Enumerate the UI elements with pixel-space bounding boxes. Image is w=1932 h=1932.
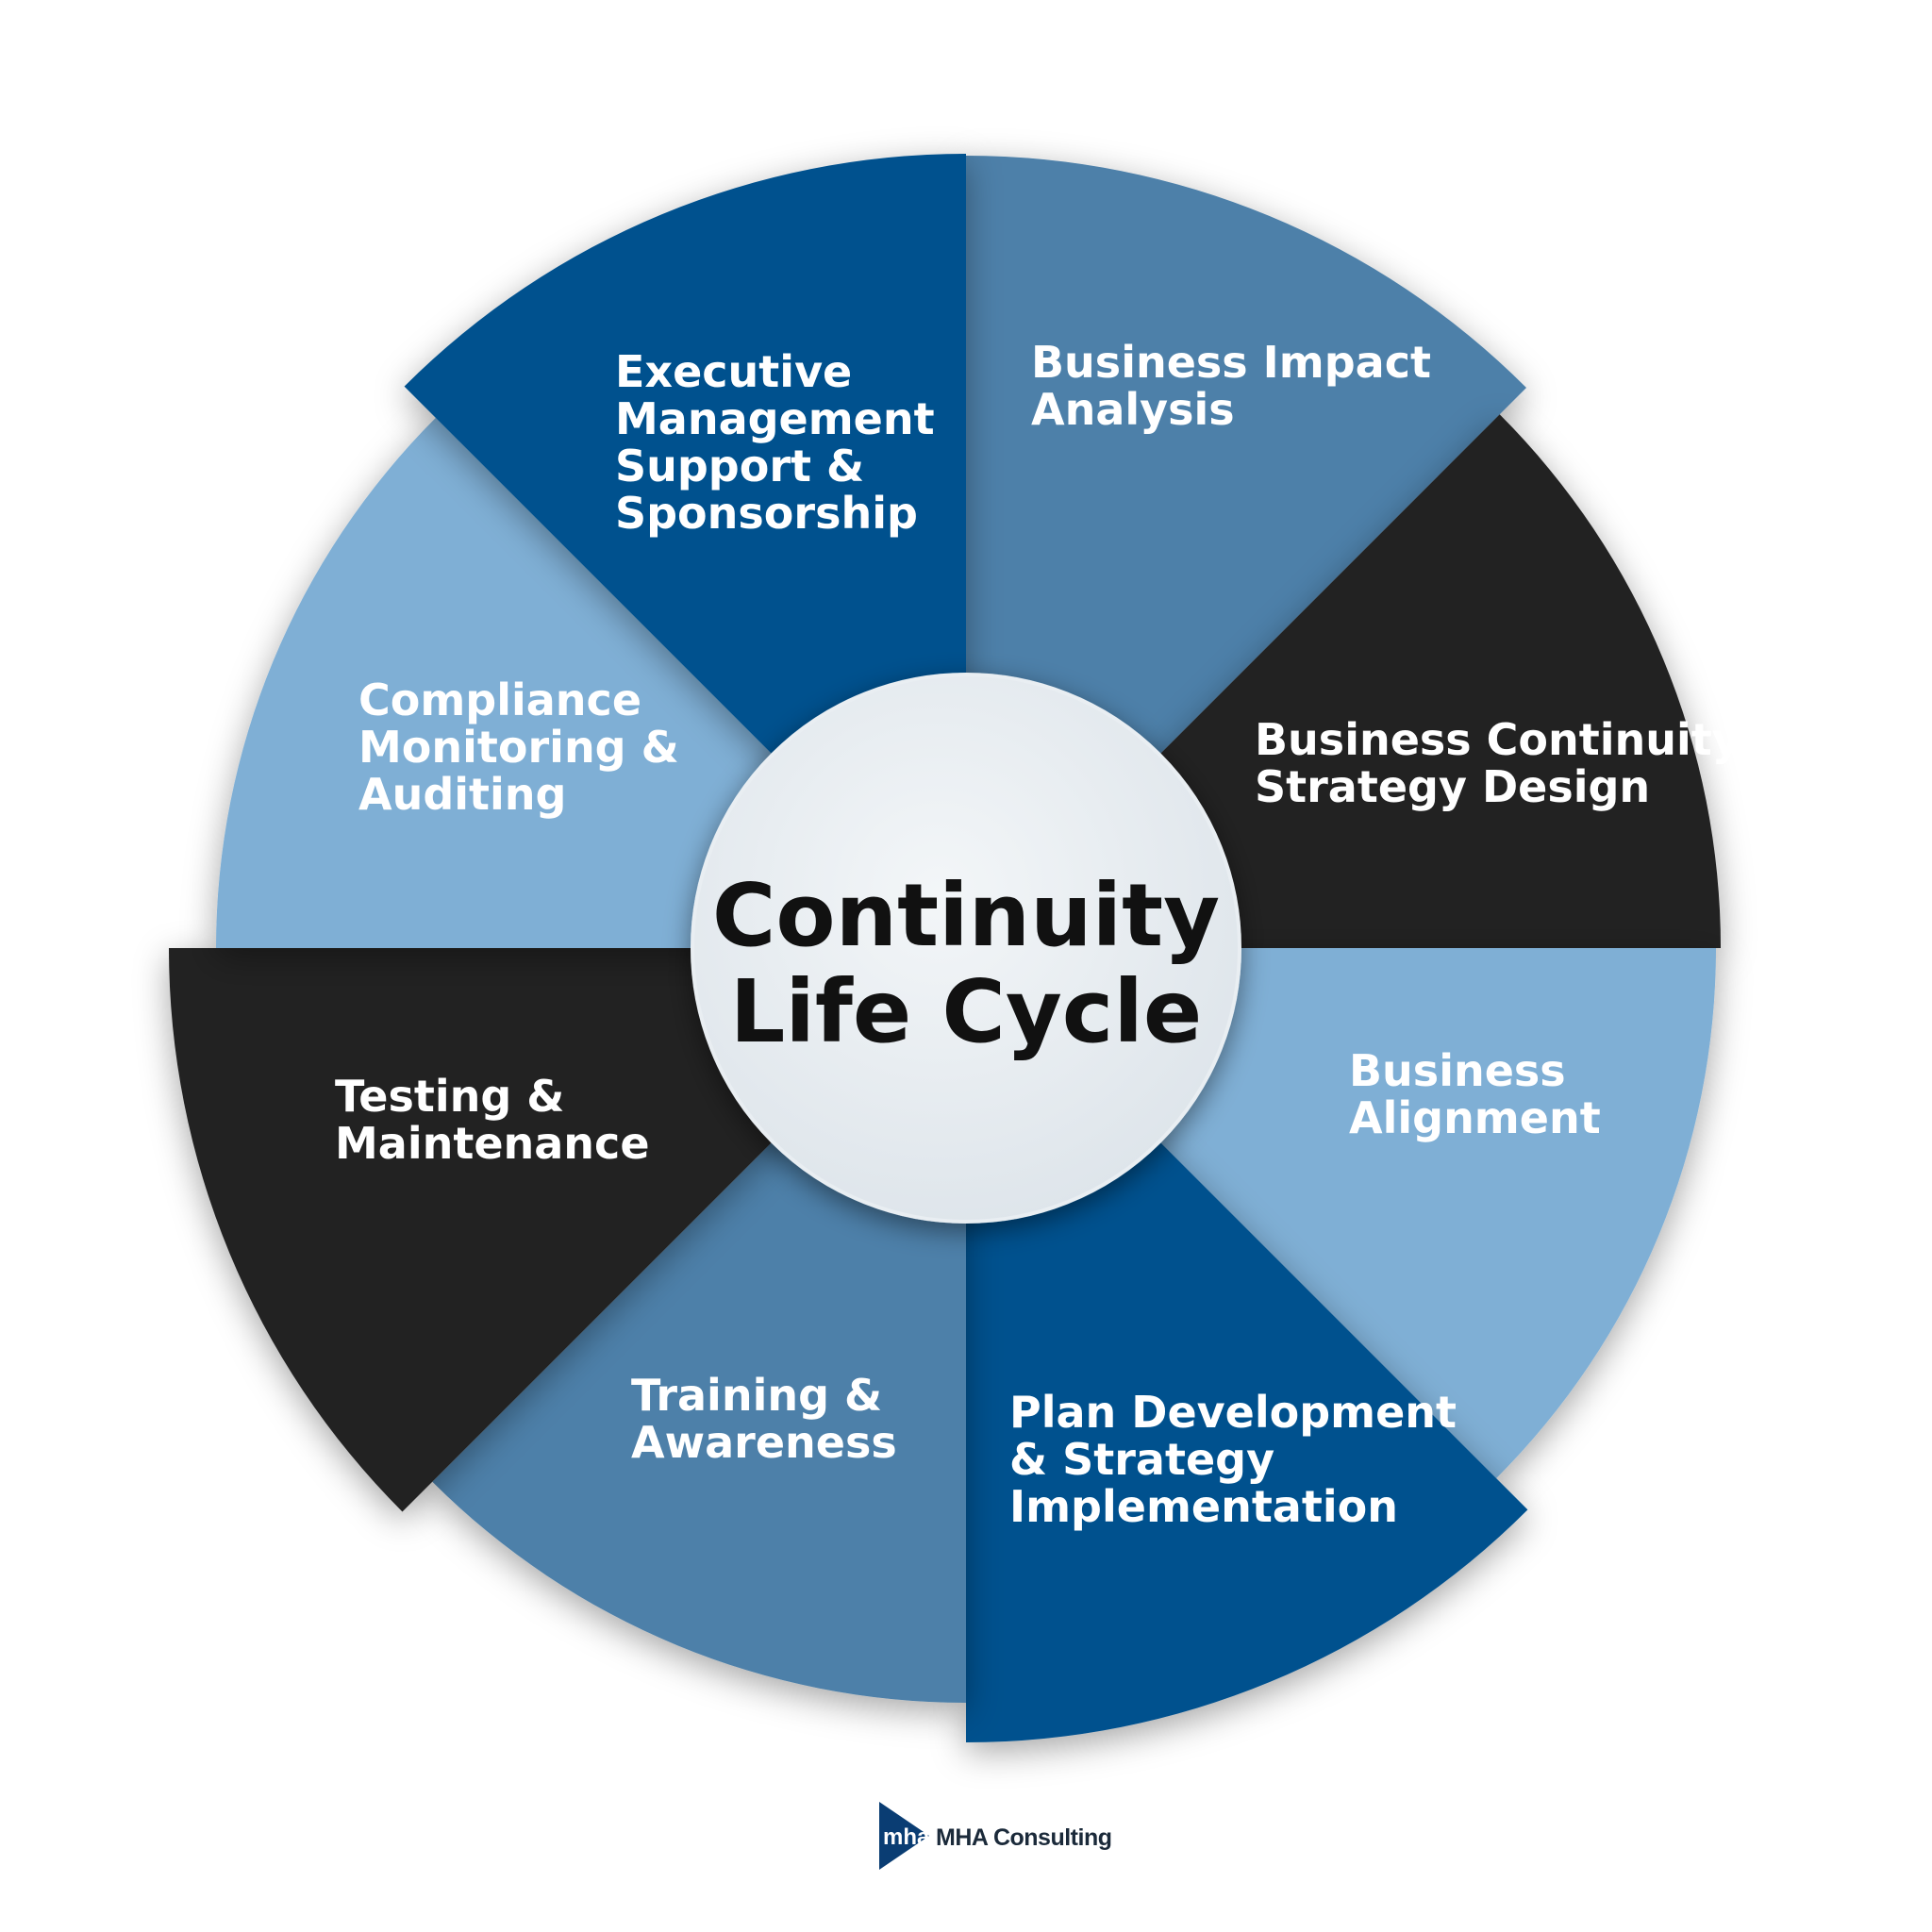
segment-label-line: Alignment — [1349, 1092, 1601, 1143]
segment-label-training-awareness: Training &Awareness — [631, 1370, 897, 1468]
segment-label-line: Business Continuity — [1255, 714, 1740, 765]
segment-label-line: Maintenance — [335, 1118, 650, 1169]
center-hub: Continuity Life Cycle — [691, 673, 1241, 1224]
brand-logo: mha MHA Consulting — [879, 1802, 1112, 1870]
segment-label-line: Support & — [615, 441, 864, 491]
segment-label-line: Strategy Design — [1255, 761, 1650, 812]
segment-label-line: Management — [615, 393, 935, 444]
center-title-line-2: Life Cycle — [730, 961, 1203, 1062]
segment-label-line: Training & — [631, 1370, 882, 1421]
brand-mark-icon — [879, 1802, 929, 1870]
segment-label-line: Awareness — [631, 1417, 897, 1468]
segment-label-line: Business — [1349, 1045, 1566, 1096]
segment-label-line: Plan Development — [1009, 1387, 1457, 1438]
segment-label-line: Business Impact — [1031, 337, 1431, 388]
brand-name: MHA Consulting — [936, 1824, 1111, 1851]
segment-label-line: Executive — [615, 346, 852, 397]
segment-label-line: Testing & — [335, 1071, 564, 1122]
center-hub-circle — [691, 673, 1241, 1224]
segment-label-line: Compliance — [358, 675, 641, 725]
brand-mark-text: mha — [883, 1824, 930, 1850]
segment-label-testing-maintenance: Testing &Maintenance — [335, 1071, 650, 1169]
center-title-line-1: Continuity — [712, 865, 1220, 966]
segment-label-line: Auditing — [358, 769, 566, 820]
segment-label-line: Sponsorship — [615, 488, 918, 539]
segment-label-line: Implementation — [1009, 1481, 1398, 1532]
segment-label-line: Analysis — [1031, 384, 1235, 435]
segment-label-line: Monitoring & — [358, 722, 679, 773]
segment-label-line: & Strategy — [1009, 1434, 1274, 1485]
